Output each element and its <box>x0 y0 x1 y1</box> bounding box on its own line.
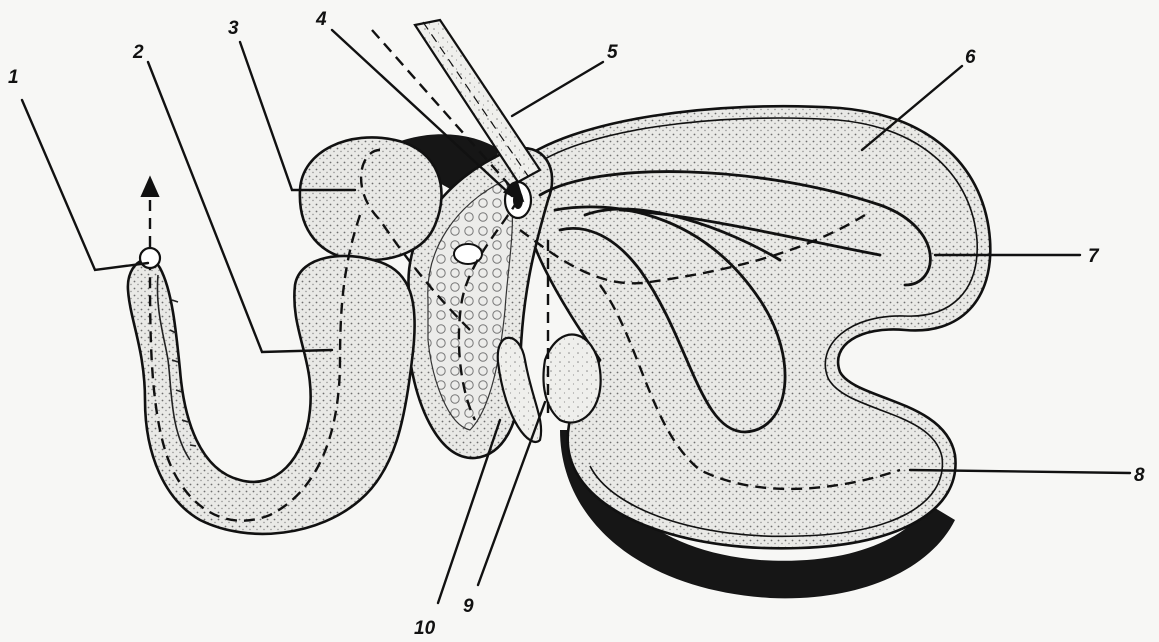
label-3: 3 <box>228 18 239 39</box>
label-9: 9 <box>463 596 474 617</box>
omasum <box>300 137 442 260</box>
label-7: 7 <box>1088 246 1100 267</box>
rumen <box>515 106 990 548</box>
label-8: 8 <box>1134 465 1145 486</box>
label-4: 4 <box>315 9 327 30</box>
label-2: 2 <box>132 42 144 63</box>
label-1: 1 <box>8 67 19 88</box>
label-10: 10 <box>414 618 436 639</box>
label-6: 6 <box>965 47 976 68</box>
pylorus <box>140 248 160 268</box>
label-5: 5 <box>607 42 618 63</box>
leader-1 <box>22 100 148 270</box>
abomasum <box>128 256 415 534</box>
leader-5 <box>512 62 603 116</box>
